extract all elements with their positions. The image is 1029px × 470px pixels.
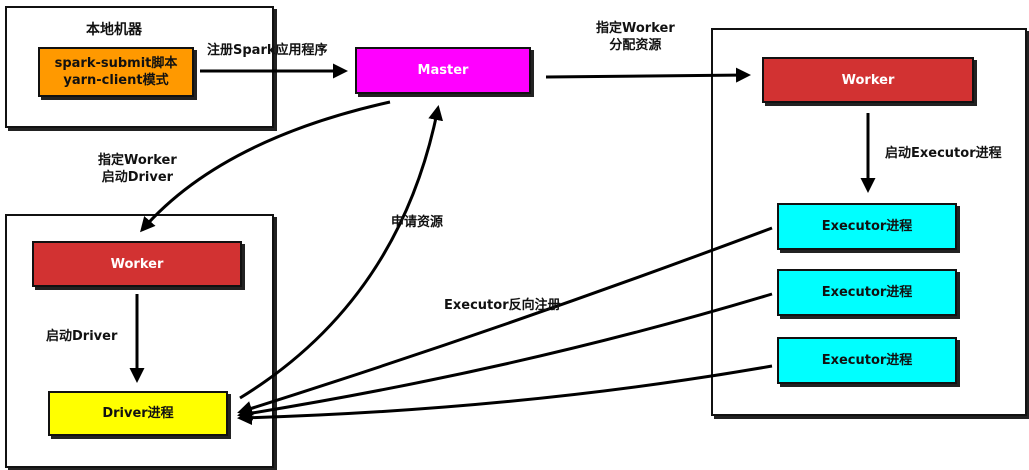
executor-box-3: Executor进程	[777, 337, 957, 384]
label-executor-register: Executor反向注册	[444, 298, 561, 313]
executor-box-2: Executor进程	[777, 269, 957, 316]
executor-box-1: Executor进程	[777, 203, 957, 250]
driver-node-worker-box: Worker	[32, 241, 242, 287]
local-machine-title: 本地机器	[86, 22, 142, 38]
master-box: Master	[355, 47, 531, 94]
driver-node-worker-label: Worker	[110, 256, 164, 272]
spark-submit-box: spark-submit脚本 yarn-client模式	[38, 47, 194, 97]
label-assign-driver-line1: 指定Worker	[98, 153, 177, 168]
arrow-executor-register-3	[237, 364, 773, 426]
spark-submit-line2: yarn-client模式	[63, 73, 169, 88]
label-assign-driver: 指定Worker 启动Driver	[98, 152, 177, 186]
worker-node-worker-box: Worker	[762, 57, 974, 103]
label-assign-worker-line2: 分配资源	[609, 38, 662, 53]
worker-node-worker-label: Worker	[841, 72, 895, 88]
executor-label-1: Executor进程	[821, 219, 913, 234]
label-start-driver: 启动Driver	[46, 329, 118, 344]
label-start-executor: 启动Executor进程	[885, 146, 1002, 161]
arrow-executor-register-1	[237, 226, 773, 416]
label-assign-driver-line2: 启动Driver	[101, 170, 174, 185]
label-request-resources: 申请资源	[391, 215, 444, 230]
label-assign-worker: 指定Worker 分配资源	[596, 20, 675, 54]
spark-submit-line1: spark-submit脚本	[54, 56, 178, 71]
driver-process-label: Driver进程	[102, 406, 174, 421]
label-register-app: 注册Spark应用程序	[207, 43, 328, 58]
driver-process-box: Driver进程	[48, 391, 228, 436]
label-assign-worker-line1: 指定Worker	[596, 21, 675, 36]
executor-label-3: Executor进程	[821, 353, 913, 368]
master-label: Master	[417, 63, 469, 78]
executor-label-2: Executor进程	[821, 285, 913, 300]
